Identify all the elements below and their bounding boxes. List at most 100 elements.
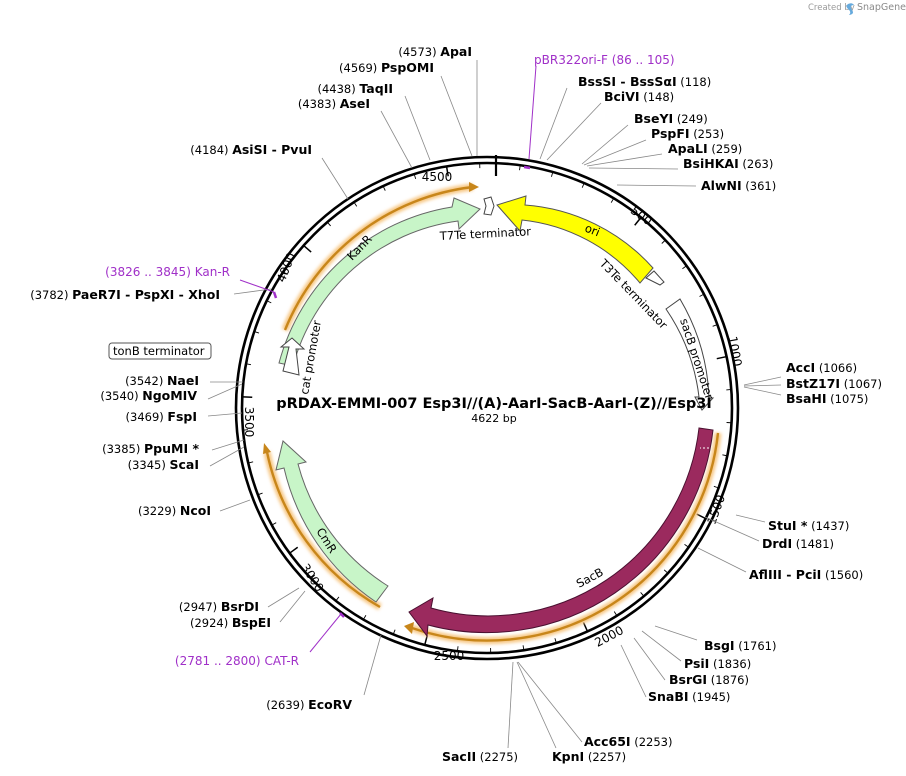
backbone-inner-circle	[240, 161, 734, 655]
site-name: BsrDI	[221, 599, 259, 614]
site-label-stui: StuI * (1437)	[768, 518, 849, 533]
site-name: SnaBI	[648, 689, 689, 704]
site-position: (1066)	[819, 361, 857, 375]
site-label-bsgi: BsgI (1761)	[704, 638, 776, 653]
site-leader-line	[207, 383, 243, 400]
site-position: (1945)	[692, 690, 730, 704]
site-leader-line	[440, 75, 473, 157]
site-label-bsihkai: BsiHKAI (263)	[683, 156, 773, 171]
site-leader-line	[616, 184, 697, 187]
tick	[255, 331, 260, 334]
feature-kanr-arrow	[278, 197, 481, 367]
snapgene-logo-icon	[846, 3, 854, 16]
site-leader-line	[279, 590, 306, 623]
site-label-paer7i-pspxi-xhoi: (3782) PaeR7I - PspXI - XhoI	[30, 287, 220, 302]
site-label-asisi-pvui: (4184) AsiSI - PvuI	[190, 142, 312, 157]
feature-ori-arrow	[496, 195, 654, 284]
site-leader-line	[517, 661, 583, 743]
orf-cmr-arc	[265, 451, 381, 609]
site-position: (2924)	[190, 616, 228, 630]
site-position: (3229)	[138, 504, 176, 518]
site-leader-line	[207, 412, 243, 417]
tick	[519, 166, 521, 171]
orf-kanr-arc	[283, 185, 474, 331]
site-leader-line	[586, 153, 663, 167]
site-name: Acc65I	[584, 734, 631, 749]
site-label-apali: ApaLI (259)	[668, 141, 742, 156]
site-label-bspei: (2924) BspEI	[190, 615, 271, 630]
feature-label-sacb-promoter: sacB promoter	[677, 317, 716, 402]
primer-leader-line	[528, 65, 537, 160]
site-label-naei: (3542) NaeI	[125, 373, 199, 388]
tick-label: 1500	[704, 493, 728, 526]
site-label-afliii-pcii: AflIII - PciI (1560)	[749, 567, 863, 582]
site-name: BsiHKAI	[683, 156, 739, 171]
site-label-sacii: SacII (2275)	[442, 749, 518, 764]
site-label-bsssi-bsss-i: BssSI - BssSαI (118)	[578, 74, 711, 89]
tick	[640, 592, 644, 596]
tick	[289, 546, 299, 554]
site-leader-line	[321, 157, 349, 200]
site-name: BstZ17I	[786, 376, 840, 391]
site-label-bseyi: BseYI (249)	[634, 111, 708, 126]
site-label-ncoi: (3229) NcoI	[138, 503, 211, 518]
site-label-fspi: (3469) FspI	[126, 409, 197, 424]
site-name: KpnI	[552, 749, 584, 764]
feature-t7te-terminator-arrow	[483, 196, 495, 216]
site-leader-line	[735, 514, 766, 523]
site-position: (3345)	[128, 458, 166, 472]
site-leader-line	[743, 386, 782, 396]
site-leader-line	[588, 167, 679, 170]
site-leader-line	[380, 110, 413, 169]
site-leader-line	[633, 637, 666, 681]
primer-label-cat-r: (2781 .. 2800) CAT-R	[175, 654, 299, 668]
site-name: BsaHI	[786, 391, 827, 406]
tick	[661, 240, 665, 244]
site-name: ApaI	[440, 44, 472, 59]
tick	[327, 222, 331, 227]
site-position: (253)	[693, 127, 724, 141]
site-position: (4383)	[298, 97, 336, 111]
tick	[311, 574, 316, 579]
site-position: (249)	[677, 112, 708, 126]
site-leader-line	[516, 661, 557, 749]
site-label-pspomi: (4569) PspOMI	[339, 60, 434, 75]
primer-mark-kan-r	[272, 291, 278, 299]
site-position: (2257)	[588, 750, 626, 764]
site-leader-line	[620, 644, 647, 698]
site-leader-line	[743, 384, 782, 387]
site-label-ngomiv: (3540) NgoMIV	[100, 388, 197, 403]
site-name: FspI	[167, 409, 197, 424]
site-position: (361)	[745, 179, 776, 193]
site-position: (1761)	[738, 639, 776, 653]
site-name: AsiSI - PvuI	[232, 142, 312, 157]
tick	[522, 645, 525, 650]
site-label-bsrgi: BsrGI (1876)	[669, 672, 749, 687]
credit-prefix: Created by	[808, 3, 855, 13]
site-leader-line	[507, 661, 514, 749]
site-label-drdi: DrdI (1481)	[762, 536, 834, 551]
tick	[610, 198, 614, 203]
site-position: (263)	[742, 157, 773, 171]
tick	[551, 172, 553, 177]
site-position: (4438)	[317, 82, 355, 96]
site-position: (2253)	[634, 735, 672, 749]
orf-arcs	[263, 182, 722, 645]
site-name: PsiI	[684, 656, 709, 671]
site-position: (3540)	[100, 389, 138, 403]
site-name: AlwNI	[701, 178, 742, 193]
credit-brand: SnapGene	[857, 2, 906, 13]
tick-label: 2500	[434, 649, 465, 663]
tick	[267, 300, 272, 304]
site-position: (3469)	[126, 410, 164, 424]
tick-marks	[243, 155, 731, 652]
primer-label-pbr322ori-f: pBR322ori-F (86 .. 105)	[534, 53, 675, 67]
site-leader-line	[233, 288, 272, 295]
feature-label-t7te-terminator: T7Te terminator	[438, 224, 531, 243]
site-name: ApaLI	[668, 141, 708, 156]
plasmid-length: 4622 bp	[471, 412, 516, 425]
site-position: (1836)	[713, 657, 751, 671]
site-position: (2639)	[266, 698, 304, 712]
tick	[581, 183, 585, 188]
orf-sacb-arc	[411, 432, 720, 642]
